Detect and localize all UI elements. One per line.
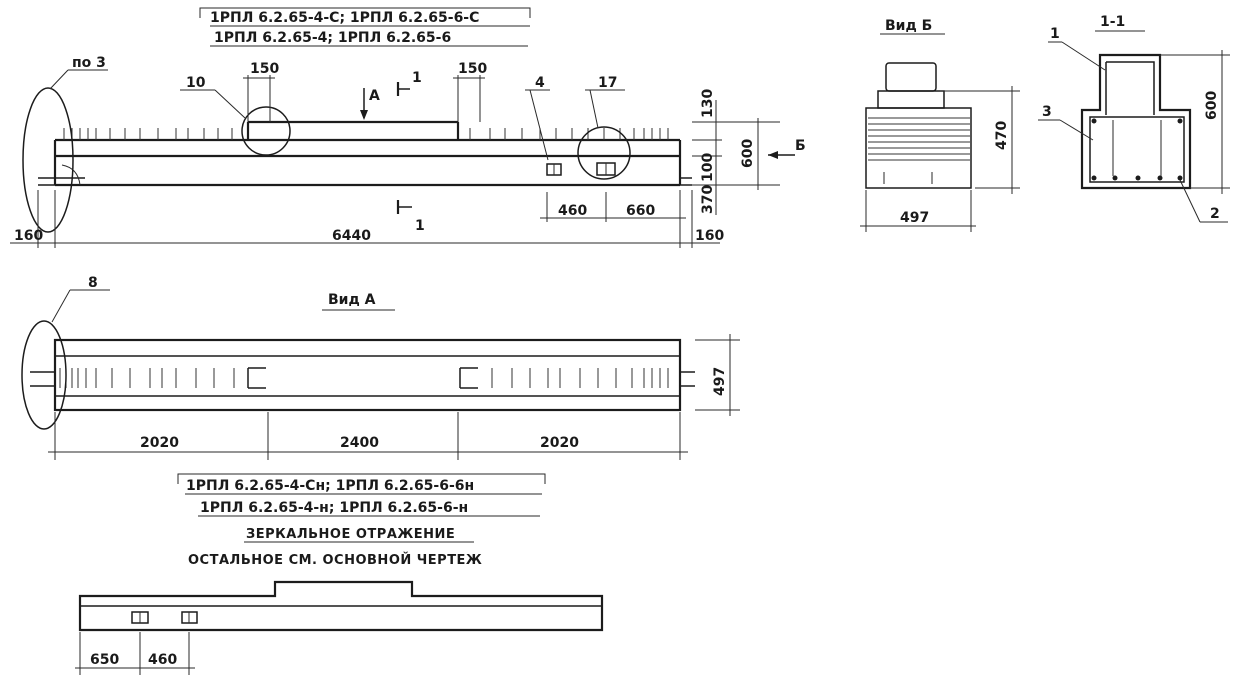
detail-oval-left	[22, 87, 74, 233]
view-b-hatching	[868, 117, 970, 161]
mirror-elevation: 650 460	[75, 580, 604, 675]
section-marker-top: 1	[412, 70, 422, 86]
stirrups-left	[63, 128, 233, 140]
dim-right-130: 130	[700, 89, 716, 118]
dim-top-right-150: 150	[458, 61, 487, 77]
section-dim-600: 600	[1204, 91, 1220, 120]
plan-view-title: Вид А	[328, 292, 376, 308]
section-callout-2: 2	[1210, 206, 1220, 222]
dim-left-160: 160	[14, 228, 43, 244]
stirrups-right	[469, 128, 669, 140]
plan-callout-8: 8	[88, 275, 98, 291]
plan-dim-2400: 2400	[340, 435, 379, 451]
callout-10: 10	[186, 75, 206, 91]
top-title-line2: 1РПЛ 6.2.65-4; 1РПЛ 6.2.65-6	[214, 30, 451, 46]
view-b-dim-470: 470	[994, 121, 1010, 150]
section-callout-3: 3	[1042, 104, 1052, 120]
section-rebars	[1091, 118, 1183, 181]
dim-right-100: 100	[700, 153, 716, 182]
mirror-note-line1: 1РПЛ 6.2.65-4-Сн; 1РПЛ 6.2.65-6-6н	[186, 478, 474, 494]
plan-detail-oval	[21, 320, 67, 430]
callout-4: 4	[535, 75, 545, 91]
dim-right-160: 160	[695, 228, 724, 244]
top-title: 1РПЛ 6.2.65-4-С; 1РПЛ 6.2.65-6-С 1РПЛ 6.…	[199, 7, 531, 47]
detail-circle-10	[241, 106, 291, 156]
plan-stirrups-right	[491, 368, 669, 388]
plan-dim-497: 497	[712, 367, 728, 396]
dim-right-370: 370	[700, 185, 716, 214]
mirror-dim-460: 460	[148, 652, 177, 668]
section-marker-bottom: 1	[415, 218, 425, 234]
section-title: 1-1	[1100, 14, 1125, 30]
detail-circle-17	[577, 126, 631, 180]
dim-overall-6440: 6440	[332, 228, 371, 244]
view-b-title: Вид Б	[885, 18, 932, 34]
plan-stirrups-left	[59, 368, 235, 388]
plan-view-a: Вид А	[21, 275, 740, 460]
dim-bottom-660: 660	[626, 203, 655, 219]
view-b-arrow-label: Б	[795, 138, 806, 154]
main-elevation: по 3 10 4 17 А 1 1 Б 150 150	[10, 55, 806, 248]
mirror-note-line3: ЗЕРКАЛЬНОЕ ОТРАЖЕНИЕ	[246, 527, 455, 542]
section-1-1: 1-1 1 3 2 600	[1038, 14, 1230, 223]
section-callout-1: 1	[1050, 26, 1060, 42]
view-b: Вид Б 470 497	[860, 18, 1020, 232]
mirror-note-line4: ОСТАЛЬНОЕ СМ. ОСНОВНОЙ ЧЕРТЕЖ	[188, 552, 482, 568]
callout-17: 17	[598, 75, 617, 91]
dim-right-600: 600	[740, 139, 756, 168]
dim-bottom-460: 460	[558, 203, 587, 219]
plan-dim-2020-right: 2020	[540, 435, 579, 451]
callout-po3: по 3	[72, 55, 106, 71]
view-a-marker: А	[369, 88, 380, 104]
mirror-note-line2: 1РПЛ 6.2.65-4-н; 1РПЛ 6.2.65-6-н	[200, 500, 468, 516]
dim-top-left-150: 150	[250, 61, 279, 77]
plan-dim-2020-left: 2020	[140, 435, 179, 451]
mirror-note: 1РПЛ 6.2.65-4-Сн; 1РПЛ 6.2.65-6-6н 1РПЛ …	[177, 473, 546, 568]
view-b-dim-497: 497	[900, 210, 929, 226]
top-title-line1: 1РПЛ 6.2.65-4-С; 1РПЛ 6.2.65-6-С	[210, 10, 479, 26]
mirror-dim-650: 650	[90, 652, 119, 668]
